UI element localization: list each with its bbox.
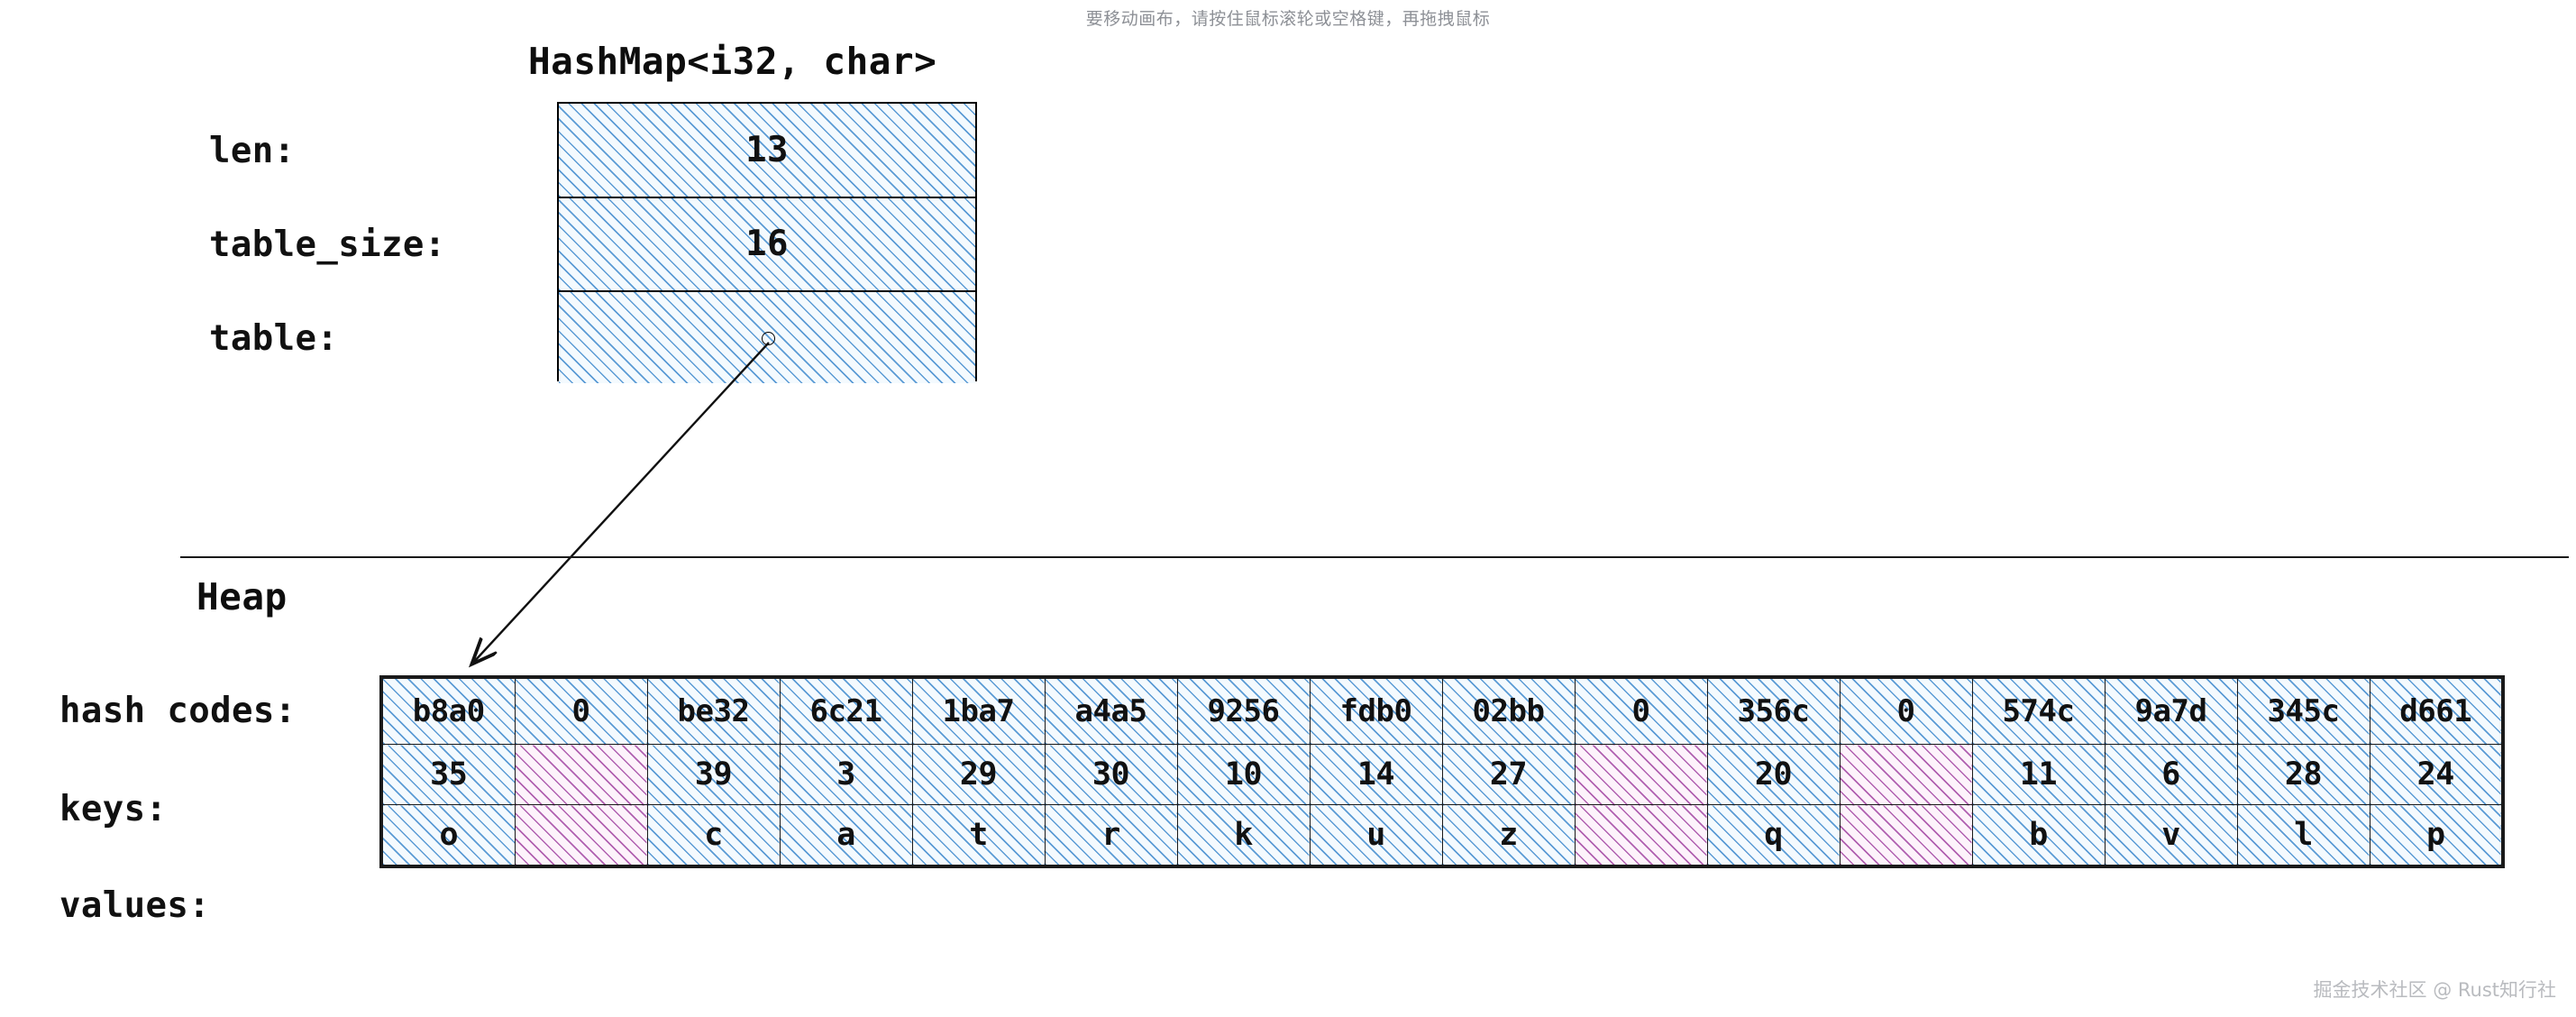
table-pointer-arrow: [473, 342, 770, 663]
field-label-len: len:: [209, 131, 296, 171]
struct-row-len: 13: [559, 104, 975, 197]
row-label-hash-codes: hash codes:: [59, 691, 297, 731]
canvas-pan-hint: 要移动画布，请按住鼠标滚轮或空格键，再拖拽鼠标: [1085, 9, 1491, 29]
value-cell: o: [381, 804, 516, 866]
key-cell: 20: [1706, 744, 1841, 805]
field-label-table: table:: [209, 318, 339, 359]
heap-divider-line: [180, 556, 2569, 558]
struct-row-table: [559, 289, 975, 383]
key-cell: 39: [646, 744, 781, 805]
hash-code-cell: 1ba7: [911, 677, 1046, 745]
heap-section-label: Heap: [196, 575, 288, 618]
hash-code-cell: be32: [646, 677, 781, 745]
hash-code-cell: b8a0: [381, 677, 516, 745]
key-cell: [1839, 744, 1973, 805]
value-cell: [1839, 804, 1973, 866]
value-cell: t: [911, 804, 1046, 866]
hash-code-cell: 9a7d: [2104, 677, 2238, 745]
struct-value-table-size: 16: [745, 224, 789, 265]
key-cell: 14: [1309, 744, 1443, 805]
key-cell: 11: [1971, 744, 2106, 805]
value-cell: z: [1441, 804, 1576, 866]
hash-code-cell: 574c: [1971, 677, 2106, 745]
value-cell: a: [779, 804, 913, 866]
key-cell: 27: [1441, 744, 1576, 805]
hash-code-cell: 6c21: [779, 677, 913, 745]
hash-code-cell: fdb0: [1309, 677, 1443, 745]
pointer-origin-dot-icon: [761, 331, 775, 345]
key-cell: 35: [381, 744, 516, 805]
watermark: 掘金技术社区 @ Rust知行社: [2313, 979, 2556, 1001]
key-cell: 3: [779, 744, 913, 805]
key-cell: 10: [1176, 744, 1311, 805]
struct-row-table-size: 16: [559, 197, 975, 290]
value-cell: v: [2104, 804, 2238, 866]
row-label-keys: keys:: [59, 789, 168, 829]
value-cell: q: [1706, 804, 1841, 866]
hash-code-cell: a4a5: [1044, 677, 1178, 745]
struct-value-len: 13: [745, 130, 789, 171]
hash-code-cell: 9256: [1176, 677, 1311, 745]
key-cell: 30: [1044, 744, 1178, 805]
field-label-table-size: table_size:: [209, 224, 446, 265]
key-cell: [1574, 744, 1708, 805]
struct-type-title: HashMap<i32, char>: [528, 40, 937, 83]
key-cell: 28: [2236, 744, 2370, 805]
value-cell: p: [2369, 804, 2503, 866]
value-cell: [1574, 804, 1708, 866]
value-cell: k: [1176, 804, 1311, 866]
hashmap-struct-box: 13 16: [557, 102, 977, 383]
hash-code-cell: 356c: [1706, 677, 1841, 745]
hash-code-cell: d661: [2369, 677, 2503, 745]
hash-code-cell: 0: [514, 677, 648, 745]
value-cell: b: [1971, 804, 2106, 866]
value-cell: r: [1044, 804, 1178, 866]
value-cell: [514, 804, 648, 866]
key-cell: [514, 744, 648, 805]
hash-code-cell: 0: [1574, 677, 1708, 745]
value-cell: u: [1309, 804, 1443, 866]
value-cell: c: [646, 804, 781, 866]
key-cell: 29: [911, 744, 1046, 805]
hash-code-cell: 02bb: [1441, 677, 1576, 745]
key-cell: 6: [2104, 744, 2238, 805]
key-cell: 24: [2369, 744, 2503, 805]
hash-code-cell: 345c: [2236, 677, 2370, 745]
value-cell: l: [2236, 804, 2370, 866]
hash-code-cell: 0: [1839, 677, 1973, 745]
row-label-values: values:: [59, 885, 211, 926]
